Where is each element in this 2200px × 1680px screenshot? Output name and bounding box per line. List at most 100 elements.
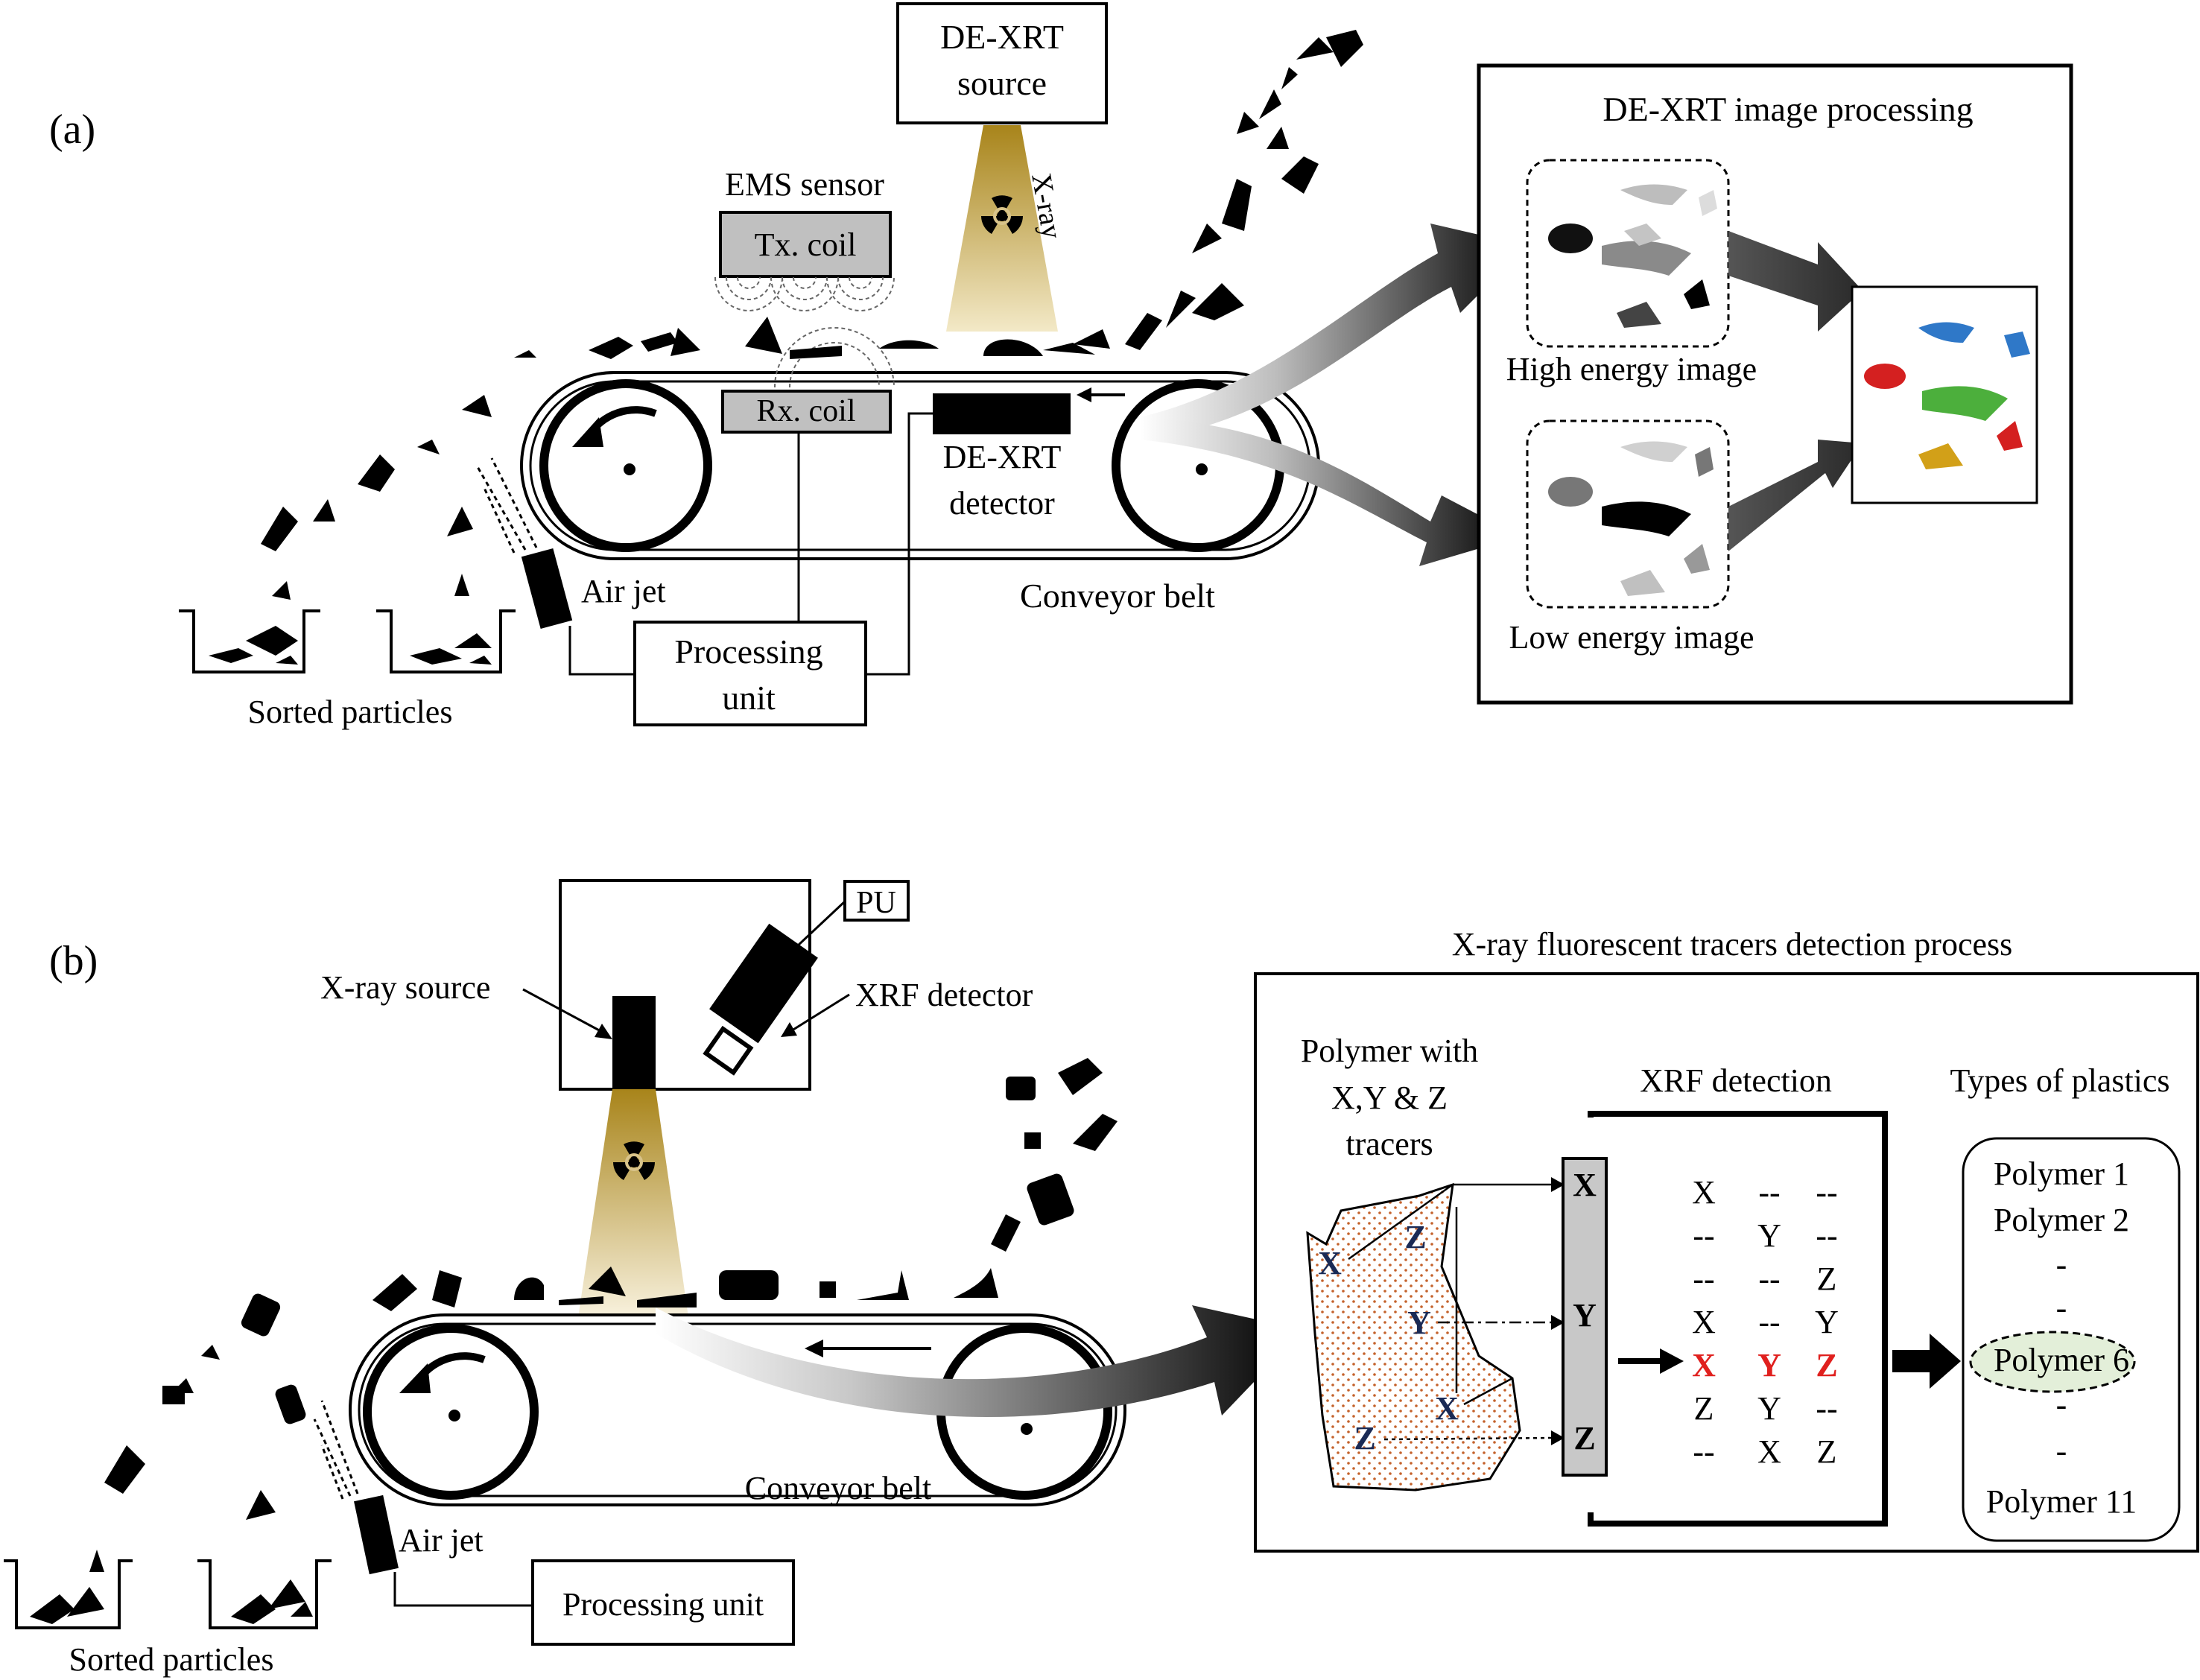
panel-a: (a) DE-XRT source X-ray EMS sensor Tx. c… bbox=[49, 2, 2073, 730]
xrf-detection-frame bbox=[1588, 1111, 1888, 1527]
detection-cell: -- bbox=[1758, 1174, 1780, 1211]
air-jet-nozzle-icon bbox=[521, 548, 573, 629]
xray-beam-b bbox=[577, 1089, 689, 1322]
polymer-item: - bbox=[2056, 1246, 2067, 1283]
air-jet-label-b: Air jet bbox=[399, 1522, 484, 1559]
xray-beam-a bbox=[946, 125, 1058, 332]
detection-cell: -- bbox=[1693, 1217, 1714, 1254]
detection-cell: Z bbox=[1817, 1433, 1837, 1470]
svg-text:Y: Y bbox=[1407, 1305, 1431, 1341]
svg-text:PU: PU bbox=[856, 886, 896, 920]
svg-text:DE-XRT image processing: DE-XRT image processing bbox=[1603, 90, 1973, 128]
process-title: X-ray fluorescent tracers detection proc… bbox=[1452, 926, 2013, 963]
polymer-item: Polymer 2 bbox=[1994, 1202, 2129, 1238]
processing-unit-a: Processing unit bbox=[633, 621, 867, 726]
de-xrt-detector bbox=[933, 393, 1071, 434]
svg-text:Tx. coil: Tx. coil bbox=[755, 226, 857, 263]
xrf-detection-title: XRF detection bbox=[1640, 1062, 1832, 1099]
flake-tracer-labels: X Z Y X Z bbox=[1318, 1219, 1459, 1456]
svg-text:unit: unit bbox=[722, 679, 776, 717]
air-jet-spray-a bbox=[475, 457, 538, 554]
svg-text:DE-XRT: DE-XRT bbox=[943, 439, 1062, 475]
polymer-item: Polymer 11 bbox=[1986, 1483, 2137, 1520]
detection-cell: Y bbox=[1757, 1390, 1781, 1427]
detection-cell: Z bbox=[1817, 1261, 1837, 1297]
air-jet-spray-b bbox=[313, 1400, 359, 1500]
sorted-bins-a bbox=[179, 609, 516, 673]
polymer-item: Polymer 6 bbox=[1994, 1342, 2129, 1378]
polymer-list: Polymer 1 Polymer 2 - - Polymer 6 - - Polymer 1… bbox=[1986, 1156, 2137, 1520]
detection-cell: Z bbox=[1694, 1390, 1714, 1427]
pu-box bbox=[843, 880, 910, 922]
belt-direction-arrow bbox=[1077, 387, 1091, 402]
svg-text:source: source bbox=[957, 64, 1047, 102]
polymer-item: - bbox=[2056, 1290, 2067, 1326]
detection-cell: -- bbox=[1816, 1174, 1837, 1211]
detection-cell: X bbox=[1757, 1433, 1781, 1470]
conveyor-belt-label-a: Conveyor belt bbox=[1020, 577, 1215, 615]
rx-coil: Rx. coil bbox=[721, 390, 892, 434]
panel-a-label: (a) bbox=[49, 107, 95, 153]
svg-text:Z: Z bbox=[1354, 1420, 1375, 1456]
svg-text:DE-XRT: DE-XRT bbox=[940, 18, 1064, 56]
panel-b: (b) PU X-ray source XRF detector bbox=[4, 879, 2199, 1678]
sorted-particles-label-b: Sorted particles bbox=[69, 1641, 274, 1678]
detection-cell: Y bbox=[1757, 1347, 1781, 1383]
arrow-high-to-result bbox=[1728, 231, 1863, 332]
arrow-low-to-result bbox=[1728, 440, 1863, 551]
detection-cell: X bbox=[1692, 1304, 1716, 1340]
svg-text:detector: detector bbox=[949, 485, 1055, 522]
processing-unit-b: Processing unit bbox=[531, 1559, 795, 1646]
svg-text:X: X bbox=[1435, 1390, 1459, 1427]
detection-cell: -- bbox=[1816, 1390, 1837, 1427]
detection-cell: -- bbox=[1758, 1304, 1780, 1340]
ems-sensor-label: EMS sensor bbox=[725, 166, 884, 203]
particles-b bbox=[104, 1058, 1118, 1520]
detection-cell: -- bbox=[1693, 1433, 1714, 1470]
svg-text:Processing: Processing bbox=[674, 633, 822, 671]
svg-text:X: X bbox=[1573, 1167, 1597, 1203]
detection-cell: -- bbox=[1758, 1261, 1780, 1297]
conveyor-belt-label-b: Conveyor belt bbox=[745, 1470, 932, 1506]
polymer-item: - bbox=[2056, 1433, 2067, 1469]
tracer-connections bbox=[1348, 1183, 1554, 1441]
detection-cell: -- bbox=[1816, 1217, 1837, 1254]
detection-cell: Z bbox=[1816, 1347, 1837, 1383]
types-title: Types of plastics bbox=[1950, 1062, 2169, 1099]
xray-source-label: X-ray source bbox=[320, 969, 490, 1006]
wires-a bbox=[568, 412, 933, 676]
svg-text:Y: Y bbox=[1573, 1297, 1597, 1334]
svg-text:Low energy image: Low energy image bbox=[1509, 619, 1754, 656]
arrow-to-high-energy bbox=[1140, 224, 1527, 440]
svg-text:X: X bbox=[1318, 1245, 1342, 1281]
svg-text:High energy image: High energy image bbox=[1506, 351, 1757, 387]
polymer-item: - bbox=[2056, 1386, 2067, 1423]
air-jet-nozzle-icon bbox=[354, 1494, 399, 1575]
xray-source-b bbox=[612, 996, 656, 1089]
detection-cell: X bbox=[1692, 1347, 1716, 1383]
particles-a bbox=[261, 30, 1363, 600]
svg-text:X,Y & Z: X,Y & Z bbox=[1331, 1080, 1448, 1116]
arrow-to-low-energy bbox=[1140, 417, 1520, 566]
arrow-to-types bbox=[1892, 1334, 1961, 1389]
polymer-item: Polymer 1 bbox=[1994, 1156, 2129, 1192]
xrf-detector-label: XRF detector bbox=[855, 977, 1033, 1013]
arrow-to-table bbox=[1660, 1348, 1684, 1374]
svg-text:Processing unit: Processing unit bbox=[562, 1586, 764, 1623]
svg-text:Z: Z bbox=[1573, 1420, 1595, 1456]
de-xrt-source: DE-XRT source bbox=[896, 2, 1108, 124]
sorted-bins-b bbox=[4, 1559, 332, 1629]
de-xrt-image-processing: DE-XRT image processing High energy imag… bbox=[1477, 63, 2073, 705]
field-lines bbox=[714, 276, 895, 388]
tx-coil: Tx. coil bbox=[719, 211, 892, 278]
air-jet-label-a: Air jet bbox=[581, 573, 666, 609]
detection-cell: Y bbox=[1815, 1304, 1839, 1340]
detection-cell: Y bbox=[1757, 1217, 1781, 1254]
sorted-particles-label-a: Sorted particles bbox=[248, 694, 453, 730]
svg-text:Z: Z bbox=[1404, 1219, 1426, 1255]
highlighted-polymer bbox=[1969, 1331, 2136, 1393]
svg-text:tracers: tracers bbox=[1345, 1126, 1433, 1162]
detection-cell: -- bbox=[1693, 1261, 1714, 1297]
